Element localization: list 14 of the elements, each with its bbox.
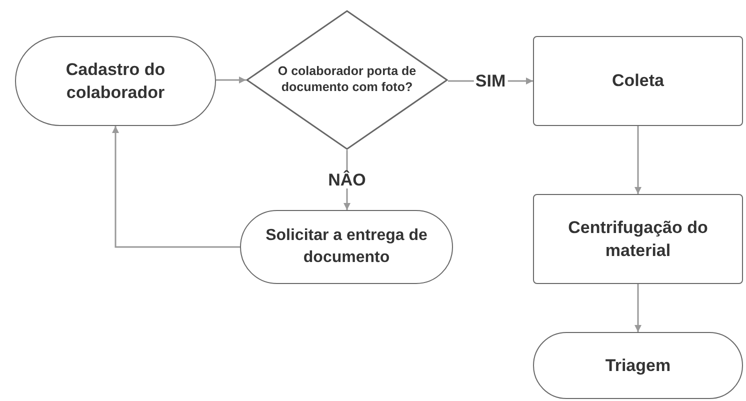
process-box	[533, 36, 743, 126]
process-box	[533, 194, 743, 284]
edge-label: NÂO	[326, 172, 368, 188]
node-text: Triagem	[605, 354, 671, 377]
edge-label: SIM	[473, 72, 508, 90]
arrow	[112, 126, 240, 248]
question-text: O colaborador porta de documento com foto?	[276, 64, 418, 96]
arrow	[634, 126, 642, 194]
node-text: Cadastro do colaborador	[64, 58, 166, 104]
node-text: Solicitar a entrega de documento	[265, 226, 428, 268]
arrow	[634, 284, 642, 332]
node-text: Centrifugação do material	[567, 216, 709, 262]
arrow	[216, 76, 246, 84]
node-text: Coleta	[612, 70, 664, 92]
